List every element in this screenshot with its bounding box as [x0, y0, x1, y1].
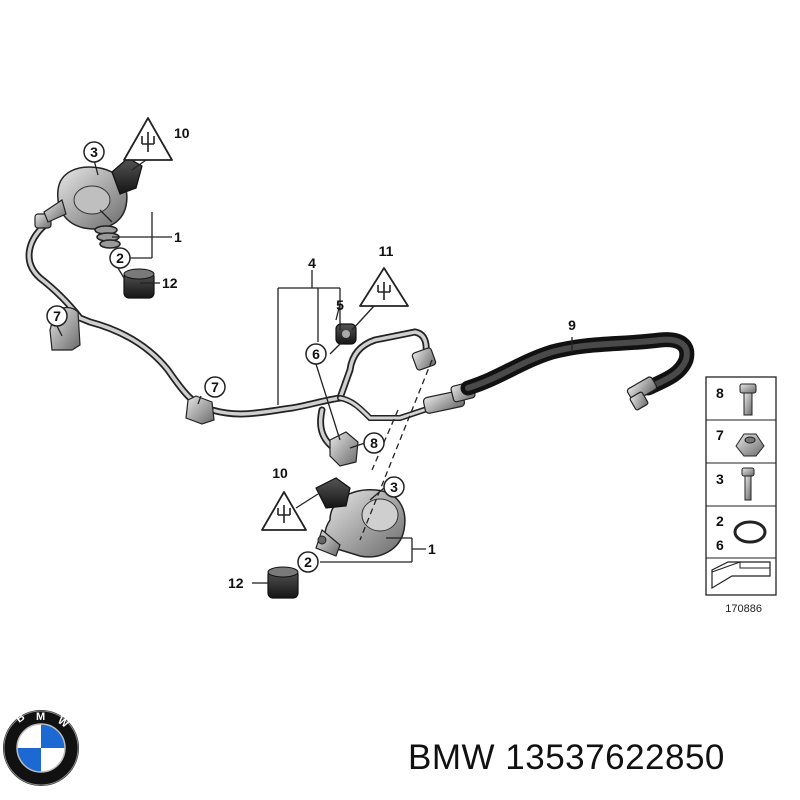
fuel-line-assembly	[25, 213, 476, 467]
callout-circles	[46, 141, 405, 573]
callout-3-top: 3	[90, 144, 98, 160]
bottom-high-pressure-pump	[315, 477, 406, 558]
legend-label-8: 8	[716, 385, 724, 401]
top-bushing	[123, 268, 155, 299]
brand-name: BMW	[408, 738, 496, 777]
callout-1-top: 1	[174, 229, 182, 245]
callout-7-mid: 7	[211, 379, 219, 395]
bolt-icon	[739, 383, 757, 416]
callout-3-bottom: 3	[390, 479, 398, 495]
callout-7-left: 7	[53, 308, 61, 324]
o-ring-icon	[733, 520, 767, 544]
plug-glyphs	[141, 132, 391, 523]
callout-11: 11	[379, 243, 394, 259]
callout-5: 5	[336, 297, 344, 313]
nut-icon	[735, 433, 765, 457]
svg-text:M: M	[36, 711, 45, 723]
callout-labels: 3 2 10 1 12 7 7 4 5 6 11 8 9 10 3 2 1 12	[53, 125, 576, 591]
part-number: 13537622850	[505, 738, 725, 777]
leader-lines	[56, 159, 573, 584]
callout-10-top: 10	[174, 125, 190, 141]
warning-triangles	[123, 117, 409, 531]
callout-8: 8	[370, 435, 378, 451]
legend-label-6: 6	[716, 537, 724, 553]
callout-12-bottom: 12	[228, 575, 244, 591]
arrow-icon	[711, 561, 771, 590]
callout-2-top: 2	[116, 250, 124, 266]
drawing-reference-number: 170886	[725, 603, 762, 615]
callout-10-bottom: 10	[272, 465, 288, 481]
callout-4: 4	[308, 255, 316, 271]
callout-1-bottom: 1	[428, 541, 436, 557]
legend-label-3: 3	[716, 471, 724, 487]
screw-icon	[741, 467, 755, 501]
top-high-pressure-pump	[43, 157, 143, 249]
fuel-hose	[460, 332, 695, 411]
grommet-part-5	[335, 323, 357, 345]
fuel-pipe-outer	[25, 221, 430, 418]
callout-12-top: 12	[162, 275, 178, 291]
legend-label-7: 7	[716, 427, 724, 443]
bottom-bushing	[267, 566, 299, 599]
callout-2-bottom: 2	[304, 554, 312, 570]
legend-label-2: 2	[716, 513, 724, 529]
part-caption: BMW 13537622850	[408, 738, 725, 778]
parts-legend: 8 7 3 2 6 170886	[705, 376, 777, 615]
bmw-logo: B M W	[3, 710, 79, 786]
callout-6: 6	[312, 346, 320, 362]
callout-9: 9	[568, 317, 576, 333]
